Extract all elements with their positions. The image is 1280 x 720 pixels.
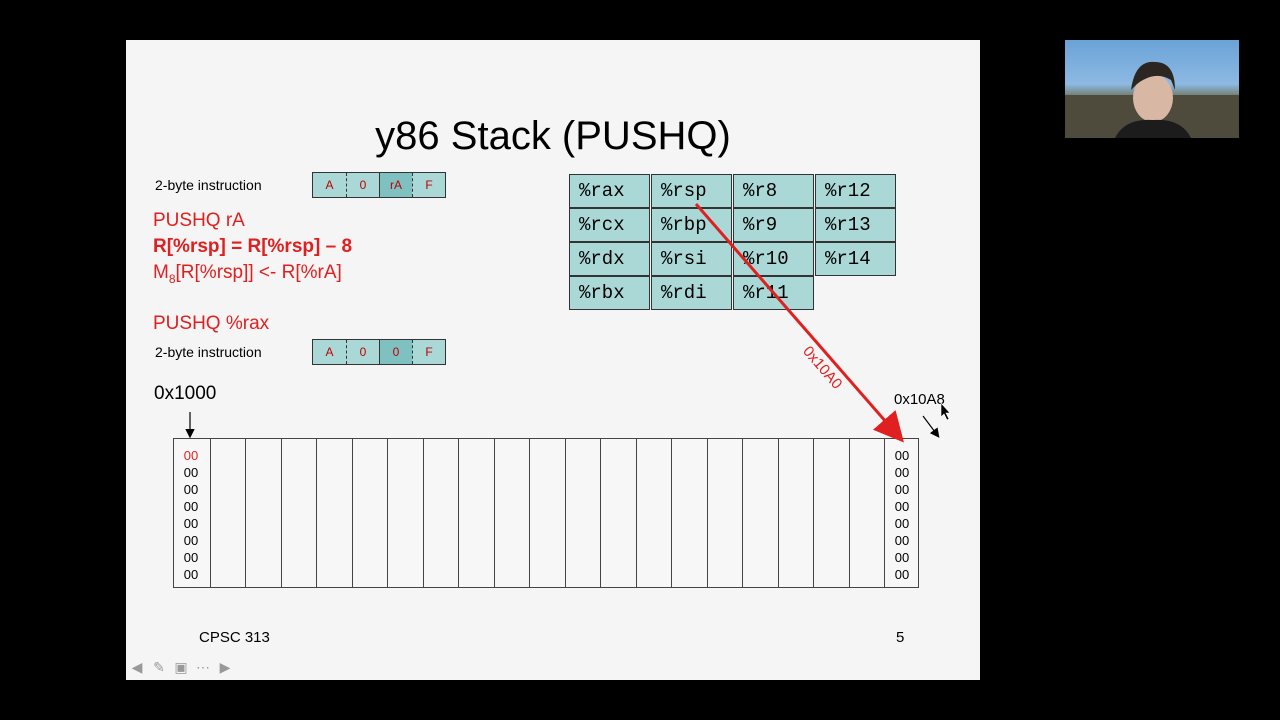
- register-cell: %r9: [733, 208, 814, 242]
- instr-label: 2-byte instruction: [155, 177, 262, 193]
- register-cell: %rdx: [569, 242, 650, 276]
- memory-array: 00 00 00 00 00 00 00 00 00 00 00 00 00 0…: [173, 438, 919, 588]
- memory-byte: 00: [183, 550, 199, 565]
- memory-byte: 00: [894, 448, 910, 463]
- memory-divider: [813, 439, 815, 587]
- register-cell: %r12: [815, 174, 896, 208]
- enc-cell: A: [313, 340, 346, 364]
- register-cell: %r13: [815, 208, 896, 242]
- instr-label: 2-byte instruction: [155, 344, 262, 360]
- pushq-rsp-update: R[%rsp] = R[%rsp] – 8: [153, 236, 353, 257]
- rsp-pointer-arrow: [694, 203, 904, 443]
- pen-icon[interactable]: ✎: [153, 658, 165, 675]
- slides-icon[interactable]: ▣: [174, 658, 188, 675]
- memory-byte: 00: [183, 499, 199, 514]
- enc-cell: 0: [379, 340, 412, 364]
- register-cell: %rax: [569, 174, 650, 208]
- memory-divider: [387, 439, 389, 587]
- pushq-memory-write: M8[R[%rsp]] <- R[%rA]: [153, 262, 342, 286]
- mem-prefix: M: [153, 262, 169, 283]
- instruction-encoding: A 0 0 F: [312, 339, 446, 365]
- memory-divider: [493, 439, 495, 587]
- memory-divider: [529, 439, 531, 587]
- course-footer: CPSC 313: [199, 629, 270, 646]
- enc-cell: 0: [346, 340, 379, 364]
- presentation-toolbar: ◀ ✎ ▣ ⋯ ▶: [128, 658, 234, 676]
- memory-byte: 00: [183, 448, 199, 463]
- memory-divider: [564, 439, 566, 587]
- enc-cell: 0: [346, 173, 379, 197]
- end-address-arrow: [922, 415, 940, 438]
- memory-divider: [458, 439, 460, 587]
- pushq-example: PUSHQ %rax: [153, 313, 270, 334]
- memory-byte: 00: [894, 482, 910, 497]
- mouse-cursor-icon: [940, 402, 951, 421]
- memory-byte: 00: [183, 516, 199, 531]
- memory-byte: 00: [183, 533, 199, 548]
- slide: y86 Stack (PUSHQ) 2-byte instruction A 0…: [126, 40, 980, 680]
- memory-divider: [671, 439, 673, 587]
- mem-subscript: 8: [168, 271, 176, 286]
- register-cell: %rsi: [651, 242, 732, 276]
- register-cell: %r10: [733, 242, 814, 276]
- memory-divider: [316, 439, 318, 587]
- memory-divider: [777, 439, 779, 587]
- enc-cell: F: [412, 173, 445, 197]
- memory-divider: [280, 439, 282, 587]
- register-cell: %rcx: [569, 208, 650, 242]
- memory-byte-column-last: 00 00 00 00 00 00 00 00: [887, 447, 917, 583]
- memory-divider: [351, 439, 353, 587]
- memory-byte: 00: [894, 567, 910, 582]
- arrows-overlay: [185, 203, 951, 443]
- memory-divider: [209, 439, 211, 587]
- memory-divider: [635, 439, 637, 587]
- memory-byte-column-first: 00 00 00 00 00 00 00 00: [176, 447, 206, 583]
- enc-cell: A: [313, 173, 346, 197]
- memory-divider: [706, 439, 708, 587]
- arrow-right-icon[interactable]: ▶: [219, 658, 231, 675]
- arrow-left-icon[interactable]: ◀: [131, 658, 143, 675]
- webcam-video: [1065, 40, 1239, 138]
- register-cell: %rbp: [651, 208, 732, 242]
- memory-byte: 00: [894, 499, 910, 514]
- memory-byte: 00: [183, 465, 199, 480]
- memory-divider: [884, 439, 886, 587]
- memory-byte: 00: [894, 465, 910, 480]
- address-start-label: 0x1000: [154, 383, 217, 404]
- instruction-encoding: A 0 rA F: [312, 172, 446, 198]
- register-cell: %rbx: [569, 276, 650, 310]
- memory-divider: [848, 439, 850, 587]
- more-icon[interactable]: ⋯: [196, 658, 210, 675]
- memory-byte: 00: [894, 533, 910, 548]
- address-end-label: 0x10A8: [894, 391, 945, 408]
- memory-byte: 00: [183, 567, 199, 582]
- mem-rest: [R[%rsp]] <- R[%rA]: [175, 262, 342, 283]
- memory-divider: [742, 439, 744, 587]
- memory-divider: [422, 439, 424, 587]
- pushq-syntax: PUSHQ rA: [153, 210, 245, 231]
- register-cell: %r14: [815, 242, 896, 276]
- memory-byte: 00: [183, 482, 199, 497]
- enc-cell: F: [412, 340, 445, 364]
- register-cell: %rdi: [651, 276, 732, 310]
- slide-title: y86 Stack (PUSHQ): [375, 114, 731, 158]
- memory-byte: 00: [894, 550, 910, 565]
- memory-divider: [600, 439, 602, 587]
- enc-cell: rA: [379, 173, 412, 197]
- memory-byte: 00: [894, 516, 910, 531]
- register-cell: %r8: [733, 174, 814, 208]
- memory-divider: [245, 439, 247, 587]
- presenter-silhouette: [1065, 61, 1239, 138]
- page-number: 5: [896, 629, 905, 646]
- register-cell: %rsp: [651, 174, 732, 208]
